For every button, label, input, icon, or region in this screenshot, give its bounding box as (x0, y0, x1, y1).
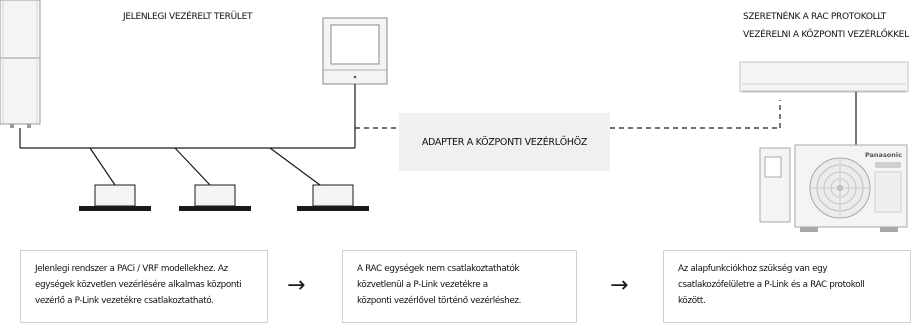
target-label-line2: VEZÉRELNI A KÖZPONTI VEZÉRLŐKKEL (743, 30, 909, 40)
cassette-unit (79, 184, 151, 211)
cassette-unit (297, 184, 369, 211)
info-box-interface-needed: Az alapfunkciókhoz szükség van egy csatl… (663, 250, 911, 323)
dashed-connection (355, 100, 781, 129)
info-box-rac-limitation: A RAC egységek nem csatlakoztathatók köz… (342, 250, 577, 323)
rac-outdoor-unit: Panasonic (759, 144, 908, 232)
brand-label: Panasonic (865, 151, 902, 159)
cassette-unit (179, 184, 251, 211)
info-text-rac-limitation: A RAC egységek nem csatlakoztathatók köz… (357, 264, 522, 306)
arrow-right-icon: → (287, 273, 306, 298)
rac-indoor-unit (739, 61, 909, 93)
floor-standing-unit (0, 0, 41, 128)
info-text-current-system: Jelenlegi rendszer a PACi / VRF modellek… (35, 264, 242, 306)
info-text-interface-needed: Az alapfunkciókhoz szükség van egy csatl… (678, 264, 865, 306)
adapter-label: ADAPTER A KÖZPONTI VEZÉRLŐHÖZ (421, 136, 588, 148)
info-box-current-system: Jelenlegi rendszer a PACi / VRF modellek… (20, 250, 268, 323)
current-area-label: JELENLEGI VEZÉRELT TERÜLET (123, 12, 253, 22)
central-controller (322, 17, 388, 85)
arrow-right-icon: → (610, 273, 629, 298)
target-label-line1: SZERETNÉNK A RAC PROTOKOLLT (743, 12, 886, 22)
adapter-box: ADAPTER A KÖZPONTI VEZÉRLŐHÖZ (399, 113, 610, 171)
p-link-wiring (19, 84, 356, 186)
system-diagram: Panasonic (0, 0, 909, 232)
